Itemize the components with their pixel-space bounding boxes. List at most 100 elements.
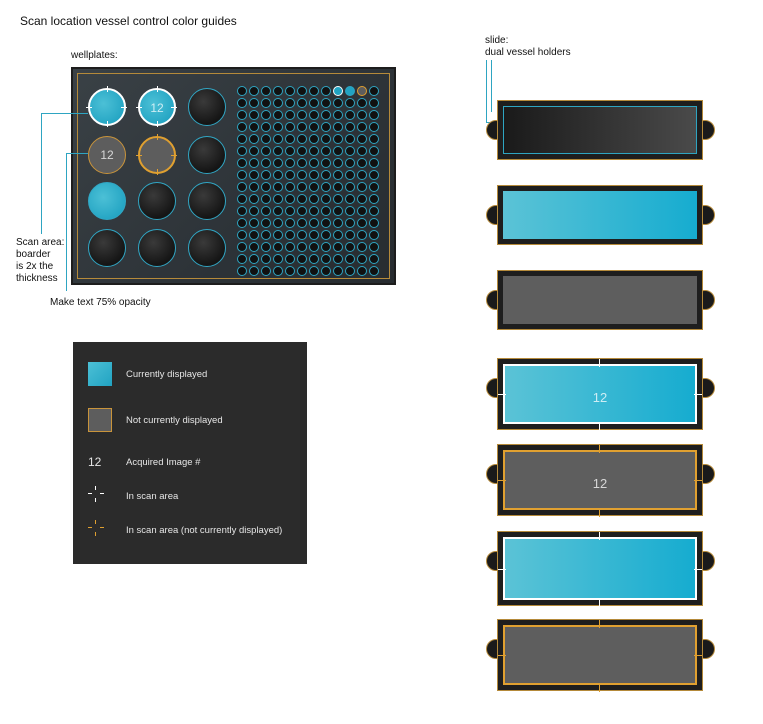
mini-well[interactable]	[273, 182, 283, 192]
mini-well[interactable]	[321, 146, 331, 156]
mini-well[interactable]	[345, 230, 355, 240]
mini-well[interactable]	[297, 122, 307, 132]
mini-well[interactable]	[309, 206, 319, 216]
mini-well[interactable]	[237, 122, 247, 132]
mini-well[interactable]	[357, 242, 367, 252]
mini-well[interactable]	[285, 158, 295, 168]
mini-well[interactable]	[345, 110, 355, 120]
wellplate[interactable]: 12 12	[71, 67, 396, 285]
mini-well[interactable]	[357, 254, 367, 264]
mini-well[interactable]	[285, 206, 295, 216]
mini-well[interactable]	[261, 98, 271, 108]
mini-well[interactable]	[333, 146, 343, 156]
mini-well[interactable]	[369, 158, 379, 168]
mini-well[interactable]	[309, 218, 319, 228]
mini-well[interactable]	[321, 86, 331, 96]
mini-well[interactable]	[333, 134, 343, 144]
slide-holder-7[interactable]	[486, 619, 715, 692]
mini-well[interactable]	[333, 230, 343, 240]
mini-well[interactable]	[261, 110, 271, 120]
mini-well[interactable]	[273, 158, 283, 168]
mini-well[interactable]	[237, 86, 247, 96]
mini-well[interactable]	[297, 206, 307, 216]
mini-well[interactable]	[345, 98, 355, 108]
mini-well[interactable]	[369, 122, 379, 132]
mini-well[interactable]	[369, 170, 379, 180]
mini-well[interactable]	[357, 230, 367, 240]
slide-holder-1[interactable]	[486, 100, 715, 160]
mini-well[interactable]	[333, 170, 343, 180]
mini-well[interactable]	[321, 218, 331, 228]
mini-well[interactable]	[261, 218, 271, 228]
well-c1[interactable]	[88, 182, 126, 220]
mini-well[interactable]	[345, 242, 355, 252]
mini-well[interactable]	[321, 98, 331, 108]
mini-well[interactable]	[249, 146, 259, 156]
mini-well[interactable]	[297, 182, 307, 192]
mini-well[interactable]	[285, 194, 295, 204]
mini-well[interactable]	[249, 254, 259, 264]
mini-well[interactable]	[321, 266, 331, 276]
mini-well[interactable]	[333, 98, 343, 108]
mini-well[interactable]	[345, 266, 355, 276]
mini-well[interactable]	[285, 230, 295, 240]
mini-well[interactable]	[285, 254, 295, 264]
mini-well[interactable]	[345, 194, 355, 204]
mini-well[interactable]	[321, 182, 331, 192]
mini-well[interactable]	[249, 110, 259, 120]
mini-well[interactable]	[345, 170, 355, 180]
mini-well[interactable]	[309, 146, 319, 156]
mini-well[interactable]	[261, 254, 271, 264]
mini-well[interactable]	[273, 170, 283, 180]
mini-well[interactable]	[261, 242, 271, 252]
mini-well[interactable]	[345, 134, 355, 144]
mini-well[interactable]	[237, 230, 247, 240]
slide-holder-4[interactable]: 12	[486, 358, 715, 431]
mini-well[interactable]	[273, 98, 283, 108]
mini-well[interactable]	[309, 254, 319, 264]
mini-well[interactable]	[249, 158, 259, 168]
mini-well[interactable]	[237, 242, 247, 252]
well-d3[interactable]	[188, 229, 226, 267]
mini-well[interactable]	[261, 182, 271, 192]
mini-well[interactable]	[237, 218, 247, 228]
mini-well[interactable]	[357, 218, 367, 228]
mini-well[interactable]	[273, 146, 283, 156]
mini-well[interactable]	[357, 146, 367, 156]
mini-well[interactable]	[321, 158, 331, 168]
mini-well[interactable]	[285, 98, 295, 108]
mini-well[interactable]	[333, 266, 343, 276]
mini-well[interactable]	[297, 158, 307, 168]
mini-well[interactable]	[357, 194, 367, 204]
mini-well[interactable]	[273, 194, 283, 204]
well-a1[interactable]	[86, 86, 127, 127]
mini-well[interactable]	[237, 254, 247, 264]
mini-well[interactable]	[345, 122, 355, 132]
mini-well[interactable]	[285, 86, 295, 96]
mini-well[interactable]	[237, 206, 247, 216]
mini-well[interactable]	[345, 146, 355, 156]
mini-well[interactable]	[249, 98, 259, 108]
mini-well[interactable]	[297, 98, 307, 108]
mini-well[interactable]	[249, 182, 259, 192]
mini-well[interactable]	[297, 242, 307, 252]
mini-well[interactable]	[333, 182, 343, 192]
well-b2[interactable]	[136, 134, 177, 175]
mini-well[interactable]	[345, 158, 355, 168]
mini-well[interactable]	[333, 158, 343, 168]
mini-well[interactable]	[321, 254, 331, 264]
mini-well[interactable]	[297, 254, 307, 264]
mini-well[interactable]	[285, 134, 295, 144]
mini-well[interactable]	[369, 134, 379, 144]
mini-well[interactable]	[309, 122, 319, 132]
mini-well[interactable]	[261, 134, 271, 144]
mini-well[interactable]	[285, 122, 295, 132]
mini-well[interactable]	[333, 242, 343, 252]
mini-well[interactable]	[345, 182, 355, 192]
mini-well[interactable]	[357, 110, 367, 120]
mini-well[interactable]	[261, 146, 271, 156]
mini-well[interactable]	[357, 98, 367, 108]
mini-well[interactable]	[297, 194, 307, 204]
mini-well[interactable]	[261, 170, 271, 180]
well-d2[interactable]	[138, 229, 176, 267]
